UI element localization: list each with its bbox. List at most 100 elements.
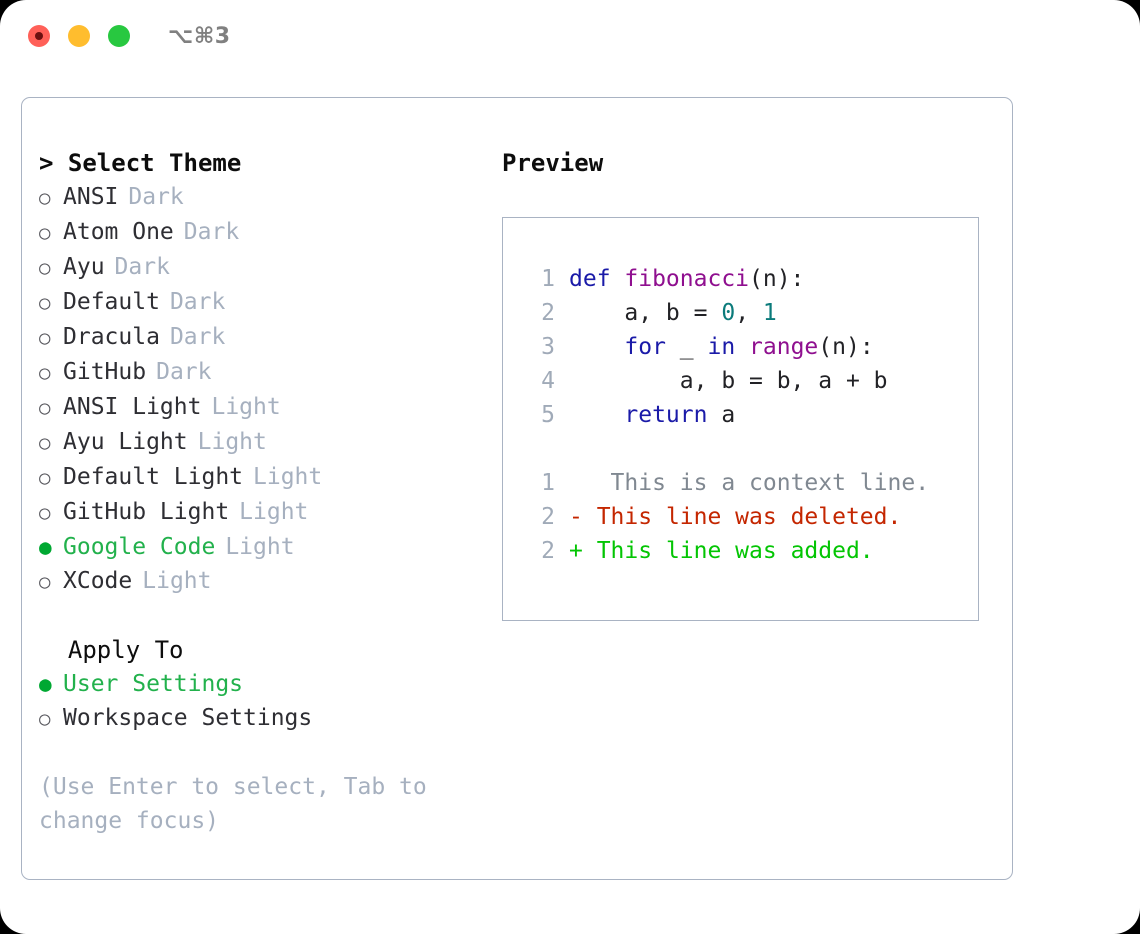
code-token-plain: , (735, 300, 763, 326)
diff-line-number: 2 (541, 538, 555, 564)
apply-to-option-label: Workspace Settings (63, 705, 313, 731)
radio-unselected-icon: ○ (39, 432, 51, 454)
close-icon (35, 32, 43, 40)
diff-line-added: 2 + This line was added. (521, 534, 978, 568)
theme-option-label: Dracula (63, 324, 160, 350)
theme-variant-tag: Light (239, 499, 309, 525)
theme-variant-tag: Dark (114, 254, 170, 280)
code-token-fn: fibonacci (624, 266, 750, 292)
radio-unselected-icon: ○ (39, 362, 51, 384)
code-diff-separator (521, 432, 978, 466)
code-line-number: 2 (541, 300, 555, 326)
code-token-plain (735, 334, 749, 360)
code-line-content: def fibonacci(n): (569, 262, 804, 296)
apply-to-option-workspace-settings[interactable]: ○ Workspace Settings (39, 701, 499, 736)
code-token-plain: (n): (818, 334, 874, 360)
radio-unselected-icon: ○ (39, 222, 51, 244)
code-token-fn: range (749, 334, 819, 360)
radio-unselected-icon: ○ (39, 397, 51, 419)
theme-variant-tag: Dark (156, 359, 212, 385)
diff-line-context: 1 This is a context line. (521, 466, 978, 500)
radio-unselected-icon: ○ (39, 708, 51, 730)
code-line: 2 a, b = 0, 1 (521, 296, 978, 330)
theme-option-label: GitHub (63, 359, 147, 385)
code-line-number: 3 (541, 334, 555, 360)
apply-to-section: Apply To ●User Settings○Workspace Settin… (39, 633, 499, 736)
code-line: 1 def fibonacci(n): (521, 262, 978, 296)
apply-to-option-label: User Settings (63, 671, 244, 697)
close-button[interactable] (28, 25, 50, 47)
theme-variant-tag: Dark (128, 184, 184, 210)
theme-option-ayu-light[interactable]: ○ Ayu Light Light (39, 425, 499, 460)
code-token-kw: return (624, 402, 708, 428)
theme-variant-tag: Dark (169, 289, 226, 315)
code-line-content: for _ in range(n): (569, 330, 874, 364)
radio-unselected-icon: ○ (39, 257, 51, 279)
theme-option-label: ANSI (63, 184, 119, 210)
diff-line-content: This line was added. (582, 538, 874, 564)
theme-option-label: XCode (63, 568, 133, 594)
diff-sample: 1 This is a context line.2- This line wa… (521, 466, 978, 568)
apply-to-option-list: ● User Settings ○ Workspace Settings (39, 667, 499, 736)
diff-line-number: 1 (541, 470, 555, 496)
radio-unselected-icon: ○ (39, 292, 51, 314)
theme-variant-tag: Light (211, 394, 281, 420)
traffic-light-group (28, 25, 130, 47)
diff-line-number: 2 (541, 504, 555, 530)
diff-line-deleted: 2- This line was deleted. (521, 500, 978, 534)
theme-variant-tag: Light (197, 429, 267, 455)
code-line-number: 1 (541, 266, 555, 292)
code-token-plain: (n): (749, 266, 805, 292)
diff-marker: + (569, 538, 583, 564)
radio-selected-icon: ● (39, 535, 52, 559)
radio-selected-icon: ● (39, 672, 52, 696)
code-token-plain (569, 402, 624, 428)
select-theme-heading: > Select Theme (39, 149, 242, 177)
theme-variant-tag: Light (142, 568, 212, 594)
code-token-num: 0 (721, 300, 736, 326)
radio-unselected-icon: ○ (39, 467, 51, 489)
code-line-number: 5 (541, 402, 555, 428)
theme-option-label: ANSI Light (63, 394, 202, 420)
title-bar: ⌥⌘3 (0, 0, 1140, 78)
theme-option-ansi-light[interactable]: ○ ANSI Light Light (39, 390, 499, 425)
theme-option-ansi[interactable]: ○ ANSI Dark (39, 180, 499, 215)
theme-option-github[interactable]: ○ GitHub Dark (39, 355, 499, 390)
code-line: 3 for _ in range(n): (521, 330, 978, 364)
theme-option-xcode[interactable]: ○ XCode Light (39, 564, 499, 599)
code-line-number: 4 (541, 368, 555, 394)
keyboard-shortcut-label: ⌥⌘3 (168, 24, 231, 49)
code-token-plain: a, b = b, a + b (569, 368, 888, 394)
code-line: 4 a, b = b, a + b (521, 364, 978, 398)
code-token-plain (569, 334, 624, 360)
code-line-content: a, b = b, a + b (569, 364, 888, 398)
theme-option-label: Google Code (63, 534, 216, 560)
minimize-button[interactable] (68, 25, 90, 47)
theme-option-label: Ayu Light (63, 429, 188, 455)
radio-unselected-icon: ○ (39, 187, 51, 209)
radio-unselected-icon: ○ (39, 571, 51, 593)
diff-line-content: This is a context line. (582, 470, 930, 496)
apply-to-option-user-settings[interactable]: ● User Settings (39, 667, 499, 701)
maximize-button[interactable] (108, 25, 130, 47)
theme-variant-tag: Dark (183, 219, 240, 245)
code-token-plain: a (707, 402, 736, 428)
code-token-kw: def (569, 266, 625, 292)
diff-marker: - (569, 504, 583, 530)
code-token-kw: in (707, 334, 736, 360)
